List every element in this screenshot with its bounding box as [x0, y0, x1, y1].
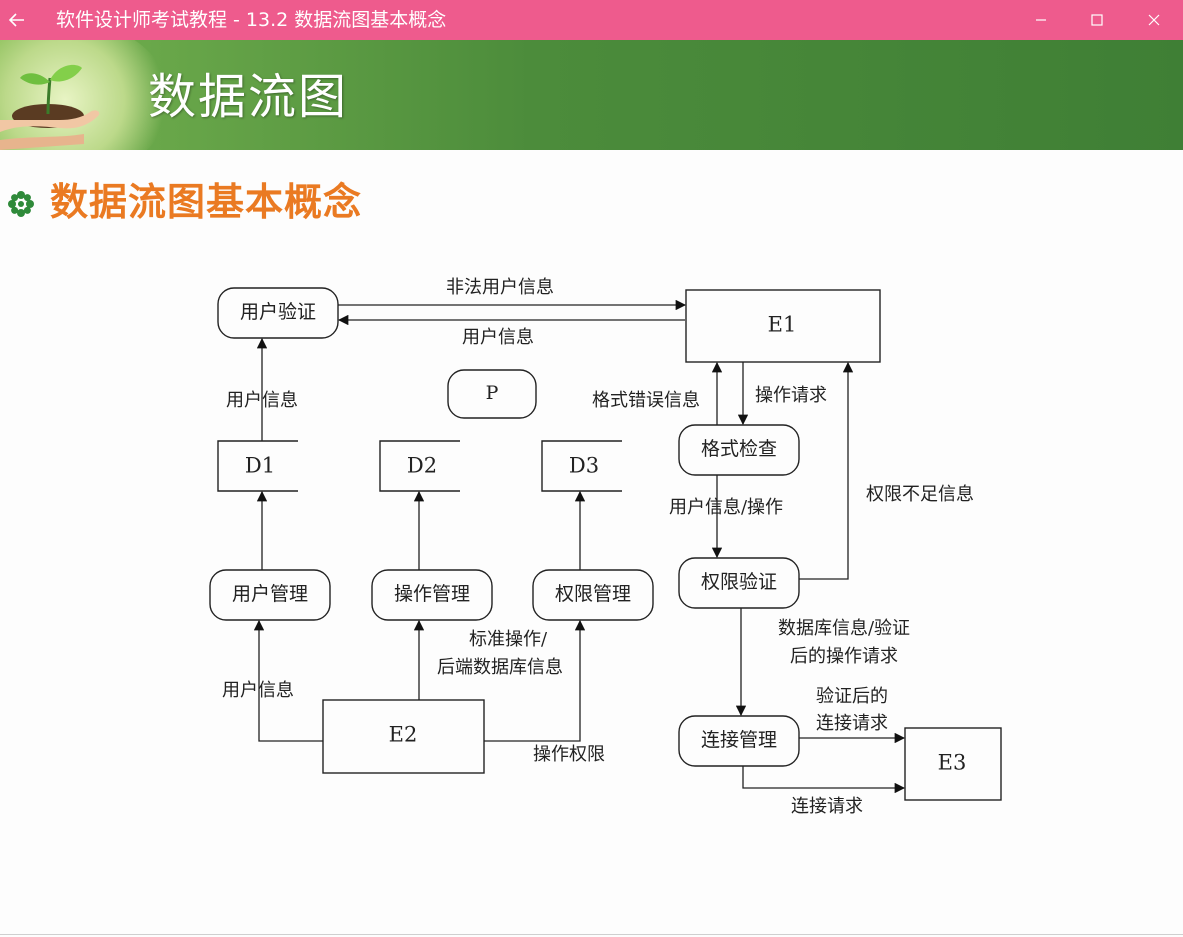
flow-conn-request — [742, 766, 906, 794]
slide-banner: 数据流图 — [0, 40, 1183, 150]
seedling-hand-icon — [0, 64, 100, 150]
flow-e2-to-perm-mgmt — [484, 619, 586, 742]
bottom-divider — [0, 934, 1183, 935]
label-e1: E1 — [768, 313, 797, 337]
flow-label-user-info-op: 用户信息/操作 — [669, 497, 783, 518]
entity-e1 — [685, 289, 881, 363]
label-d1: D1 — [245, 454, 275, 478]
label-op-mgmt: 操作管理 — [394, 583, 470, 605]
banner-glow — [0, 40, 170, 150]
process-op-mgmt — [371, 569, 493, 621]
label-user-mgmt: 用户管理 — [232, 583, 308, 605]
flow-label-user-info-d1: 用户信息 — [226, 390, 298, 411]
close-button[interactable] — [1125, 0, 1183, 40]
maximize-icon — [1091, 14, 1103, 26]
section-heading: 数据流图基本概念 — [50, 180, 363, 224]
flow-label-conn-request: 连接请求 — [791, 796, 863, 817]
label-d2: D2 — [407, 454, 437, 478]
flow-label-verified-conn-1: 验证后的 — [816, 686, 888, 707]
label-format-check: 格式检查 — [701, 438, 777, 460]
process-p — [447, 369, 537, 419]
entity-e2 — [322, 699, 485, 774]
maximize-button[interactable] — [1068, 0, 1126, 40]
flow-label-db-info-2: 后的操作请求 — [790, 646, 898, 667]
label-user-auth: 用户验证 — [240, 301, 316, 323]
window-title: 软件设计师考试教程 - 13.2 数据流图基本概念 — [56, 9, 447, 31]
flow-label-user-info-to-auth: 用户信息 — [462, 327, 534, 348]
flow-label-op-perm: 操作权限 — [533, 744, 605, 765]
flow-label-verified-conn-2: 连接请求 — [816, 713, 888, 734]
process-user-mgmt — [209, 569, 331, 621]
minimize-icon — [1036, 19, 1046, 21]
label-conn-mgmt: 连接管理 — [701, 729, 777, 751]
flow-label-op-request: 操作请求 — [755, 385, 827, 406]
label-perm-verify: 权限验证 — [701, 571, 777, 593]
flow-label-std-op-1: 标准操作/ — [469, 629, 548, 650]
flow-insufficient-perm — [799, 361, 854, 580]
flow-e2-to-user-mgmt — [253, 619, 323, 742]
back-arrow-icon — [8, 13, 24, 27]
label-d3: D3 — [569, 454, 599, 478]
flower-bullet-icon — [8, 191, 34, 217]
flow-label-format-error: 格式错误信息 — [592, 390, 700, 411]
minimize-button[interactable] — [1012, 0, 1070, 40]
entity-e3 — [904, 727, 1002, 801]
flow-label-db-info-1: 数据库信息/验证 — [778, 618, 910, 639]
window-title-bar: 软件设计师考试教程 - 13.2 数据流图基本概念 — [0, 0, 1183, 40]
flow-label-illegal-user-info: 非法用户信息 — [446, 277, 554, 298]
process-perm-mgmt — [532, 569, 654, 621]
label-p: P — [486, 382, 499, 404]
flow-label-std-op-2: 后端数据库信息 — [437, 657, 563, 678]
back-button[interactable] — [0, 0, 34, 40]
process-user-auth — [217, 287, 339, 339]
label-e2: E2 — [389, 723, 418, 747]
flow-label-user-info-e2: 用户信息 — [222, 680, 294, 701]
label-perm-mgmt: 权限管理 — [555, 583, 631, 605]
slide-title: 数据流图 — [148, 69, 349, 125]
flow-label-insufficient-perm: 权限不足信息 — [866, 484, 974, 505]
label-e3: E3 — [938, 751, 967, 775]
close-icon — [1148, 14, 1160, 26]
process-perm-verify — [678, 557, 800, 609]
